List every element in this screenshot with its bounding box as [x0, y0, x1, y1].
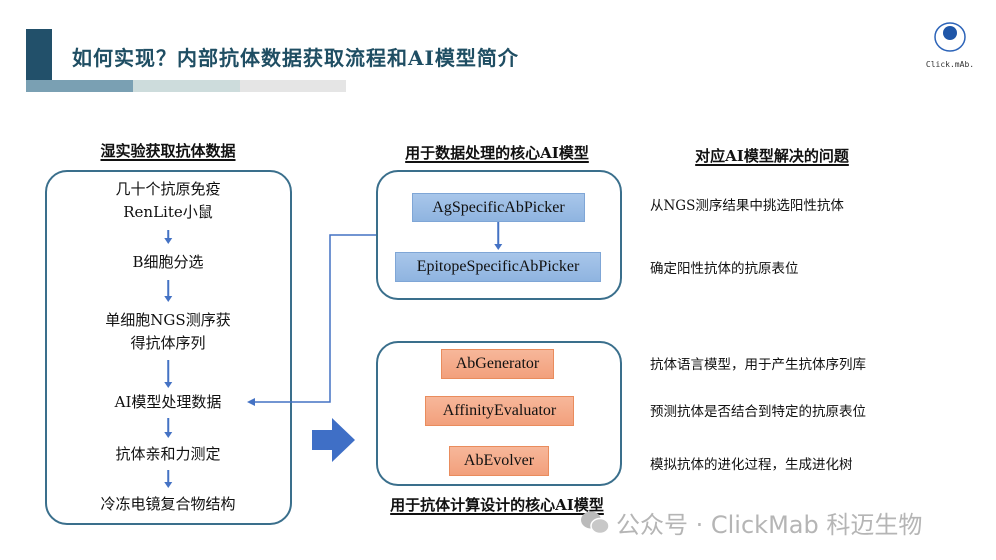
right-heading: 对应AI模型解决的问题	[695, 147, 849, 165]
problem-item: 确定阳性抗体的抗原表位	[650, 261, 799, 277]
big-arrow-icon	[312, 418, 355, 462]
accent-bar-1	[26, 80, 133, 92]
wechat-icon	[581, 511, 610, 534]
watermark: 公众号 · ClickMab 科迈生物	[580, 505, 922, 540]
title-block	[26, 29, 52, 80]
arrow-down-icon	[165, 470, 171, 488]
model-agspecificabpicker: AgSpecificAbPicker	[412, 193, 585, 222]
problem-item: 从NGS测序结果中挑选阳性抗体	[650, 198, 844, 214]
processing-box	[376, 170, 622, 300]
processing-heading: 用于数据处理的核心AI模型	[405, 144, 589, 162]
accent-bar-3	[240, 80, 346, 92]
accent-bar-2	[133, 80, 240, 92]
arrow-down-icon	[165, 280, 171, 302]
model-epitopespecificabpicker: EpitopeSpecificAbPicker	[395, 252, 601, 282]
model-affinityevaluator: AffinityEvaluator	[425, 396, 574, 426]
logo-icon	[934, 22, 966, 52]
model-abgenerator: AbGenerator	[441, 349, 554, 379]
step-bcell: B细胞分选	[132, 253, 204, 271]
step-ai: AI模型处理数据	[114, 393, 222, 411]
logo: Click.mAb.	[920, 18, 980, 73]
arrow-down-icon	[165, 230, 171, 244]
step-cryoem: 冷冻电镜复合物结构	[100, 495, 236, 513]
arrow-down-icon	[165, 360, 171, 388]
arrow-down-icon	[165, 418, 171, 438]
problem-item: 模拟抗体的进化过程，生成进化树	[650, 457, 853, 473]
problem-item: 预测抗体是否结合到特定的抗原表位	[650, 404, 866, 420]
problem-item: 抗体语言模型，用于产生抗体序列库	[650, 357, 866, 373]
page-title: 如何实现？内部抗体数据获取流程和AI模型简介	[72, 46, 519, 70]
left-heading: 湿实验获取抗体数据	[100, 142, 236, 160]
model-abevolver: AbEvolver	[449, 446, 549, 476]
step-ngs: 单细胞NGS测序获得抗体序列	[105, 311, 231, 352]
design-heading: 用于抗体计算设计的核心AI模型	[390, 496, 604, 514]
design-box	[376, 341, 622, 486]
logo-text: Click.mAb.	[925, 60, 975, 69]
step-affinity: 抗体亲和力测定	[115, 445, 221, 463]
wet-lab-box	[45, 170, 292, 525]
arrow-down-icon	[495, 222, 501, 250]
